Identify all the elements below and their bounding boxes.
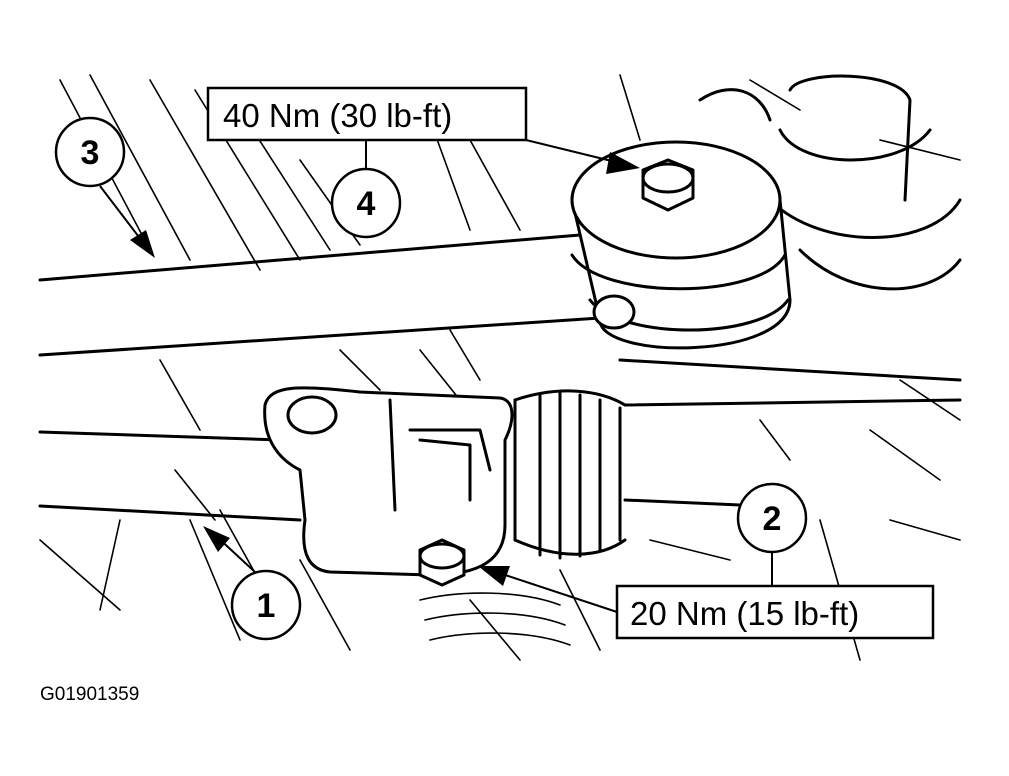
arrowhead-upper-torque	[606, 152, 640, 174]
arrowhead-callout-1	[203, 526, 230, 552]
lower-bolt-icon	[418, 538, 466, 587]
callout-4: 4	[330, 167, 402, 239]
svg-text:1: 1	[257, 587, 276, 625]
svg-text:3: 3	[81, 134, 100, 172]
leader-callout-3	[99, 185, 146, 246]
torque-label-upper: 40 Nm (30 lb-ft)	[206, 86, 528, 142]
steering-rack-boot	[513, 389, 962, 560]
upper-boot-assembly	[618, 74, 962, 382]
tie-rod-bracket	[263, 386, 514, 577]
torque-label-lower: 20 Nm (15 lb-ft)	[615, 584, 935, 640]
upper-link-arm	[38, 233, 602, 357]
background-structure	[39, 74, 961, 661]
lower-control-arm	[38, 430, 302, 522]
callout-3: 3	[54, 116, 126, 188]
torque-label-upper-text: 40 Nm (30 lb-ft)	[223, 97, 452, 134]
callout-2: 2	[736, 482, 808, 554]
figure-id: G01901359	[40, 684, 139, 705]
upper-bolt-icon	[641, 158, 695, 212]
arrowhead-callout-3	[130, 230, 155, 258]
svg-text:4: 4	[357, 185, 376, 223]
arrowhead-lower-torque	[478, 566, 510, 586]
callout-1: 1	[230, 569, 302, 641]
lower-coil-structure	[419, 592, 571, 646]
torque-label-lower-text: 20 Nm (15 lb-ft)	[630, 595, 859, 632]
leader-lower-torque	[489, 569, 618, 613]
svg-text:2: 2	[763, 500, 782, 538]
